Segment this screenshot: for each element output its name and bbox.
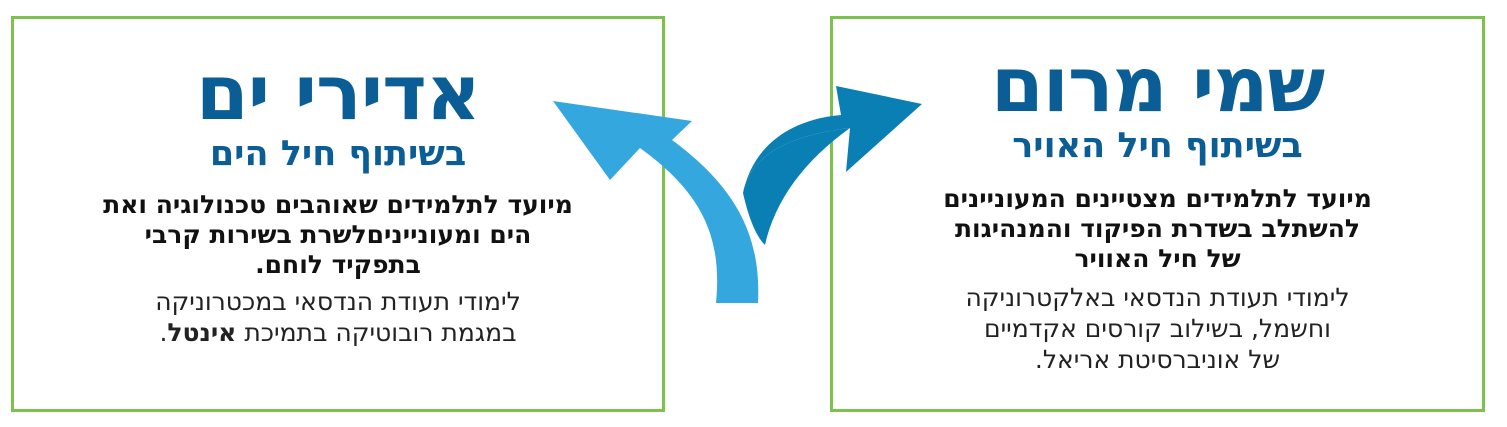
adirei-yam-target-line-3: בתפקיד לוחם. [255,250,421,279]
shmei-marom-target-line-2: להשתלב בשדרת הפיקוד והמנהיגות [954,214,1361,243]
shmei-marom-target-text: מיועד לתלמידים מצטיינים המעוניינים להשתל… [833,184,1482,274]
curved-arrow-right-icon [743,86,922,245]
adirei-yam-studies-line-2: במגמת רובוטיקה בתמיכת אינטל. [14,317,662,348]
shmei-marom-studies-text: לימודי תעודת הנדסאי באלקטרוניקה וחשמל, ב… [833,282,1482,375]
shmei-marom-studies-line-1: לימודי תעודת הנדסאי באלקטרוניקה [965,283,1350,312]
adirei-yam-studies-line-2-suffix: . [159,318,168,347]
adirei-yam-studies-line-2-prefix: במגמת רובוטיקה בתמיכת [236,318,517,347]
adirei-yam-studies-text: לימודי תעודת הנדסאי במכטרוניקה במגמת רוב… [14,286,662,348]
intel-brand-name: אינטל [167,318,237,347]
shmei-marom-panel: שמי מרום בשיתוף חיל האויר מיועד לתלמידים… [830,16,1485,412]
adirei-yam-target-line-2: הים ומעונייניםלשרת בשירות קרבי [144,220,532,249]
shmei-marom-studies-line-2: וחשמל, בשילוב קורסים אקדמיים [984,314,1331,343]
adirei-yam-title: אדירי ים [195,48,481,137]
curved-arrow-left-icon [553,101,759,303]
adirei-yam-target-text: מיועד לתלמידים שאוהבים טכנולוגיה ואת הים… [14,190,662,280]
shmei-marom-target-line-3: של חיל האוויר [1074,244,1241,273]
adirei-yam-target-line-1: מיועד לתלמידים שאוהבים טכנולוגיה ואת [103,190,573,219]
shmei-marom-studies-line-3b: של אוניברסיטת אריאל. [1034,345,1281,374]
adirei-yam-subtitle: בשיתוף חיל הים [209,134,467,174]
adirei-yam-panel: אדירי ים בשיתוף חיל הים מיועד לתלמידים ש… [11,16,665,412]
shmei-marom-subtitle: בשיתוף חיל האויר [1012,126,1303,166]
shmei-marom-title: שמי מרום [990,40,1325,129]
adirei-yam-studies-line-1: לימודי תעודת הנדסאי במכטרוניקה [155,287,521,316]
shmei-marom-target-line-1: מיועד לתלמידים מצטיינים המעוניינים [943,184,1372,213]
